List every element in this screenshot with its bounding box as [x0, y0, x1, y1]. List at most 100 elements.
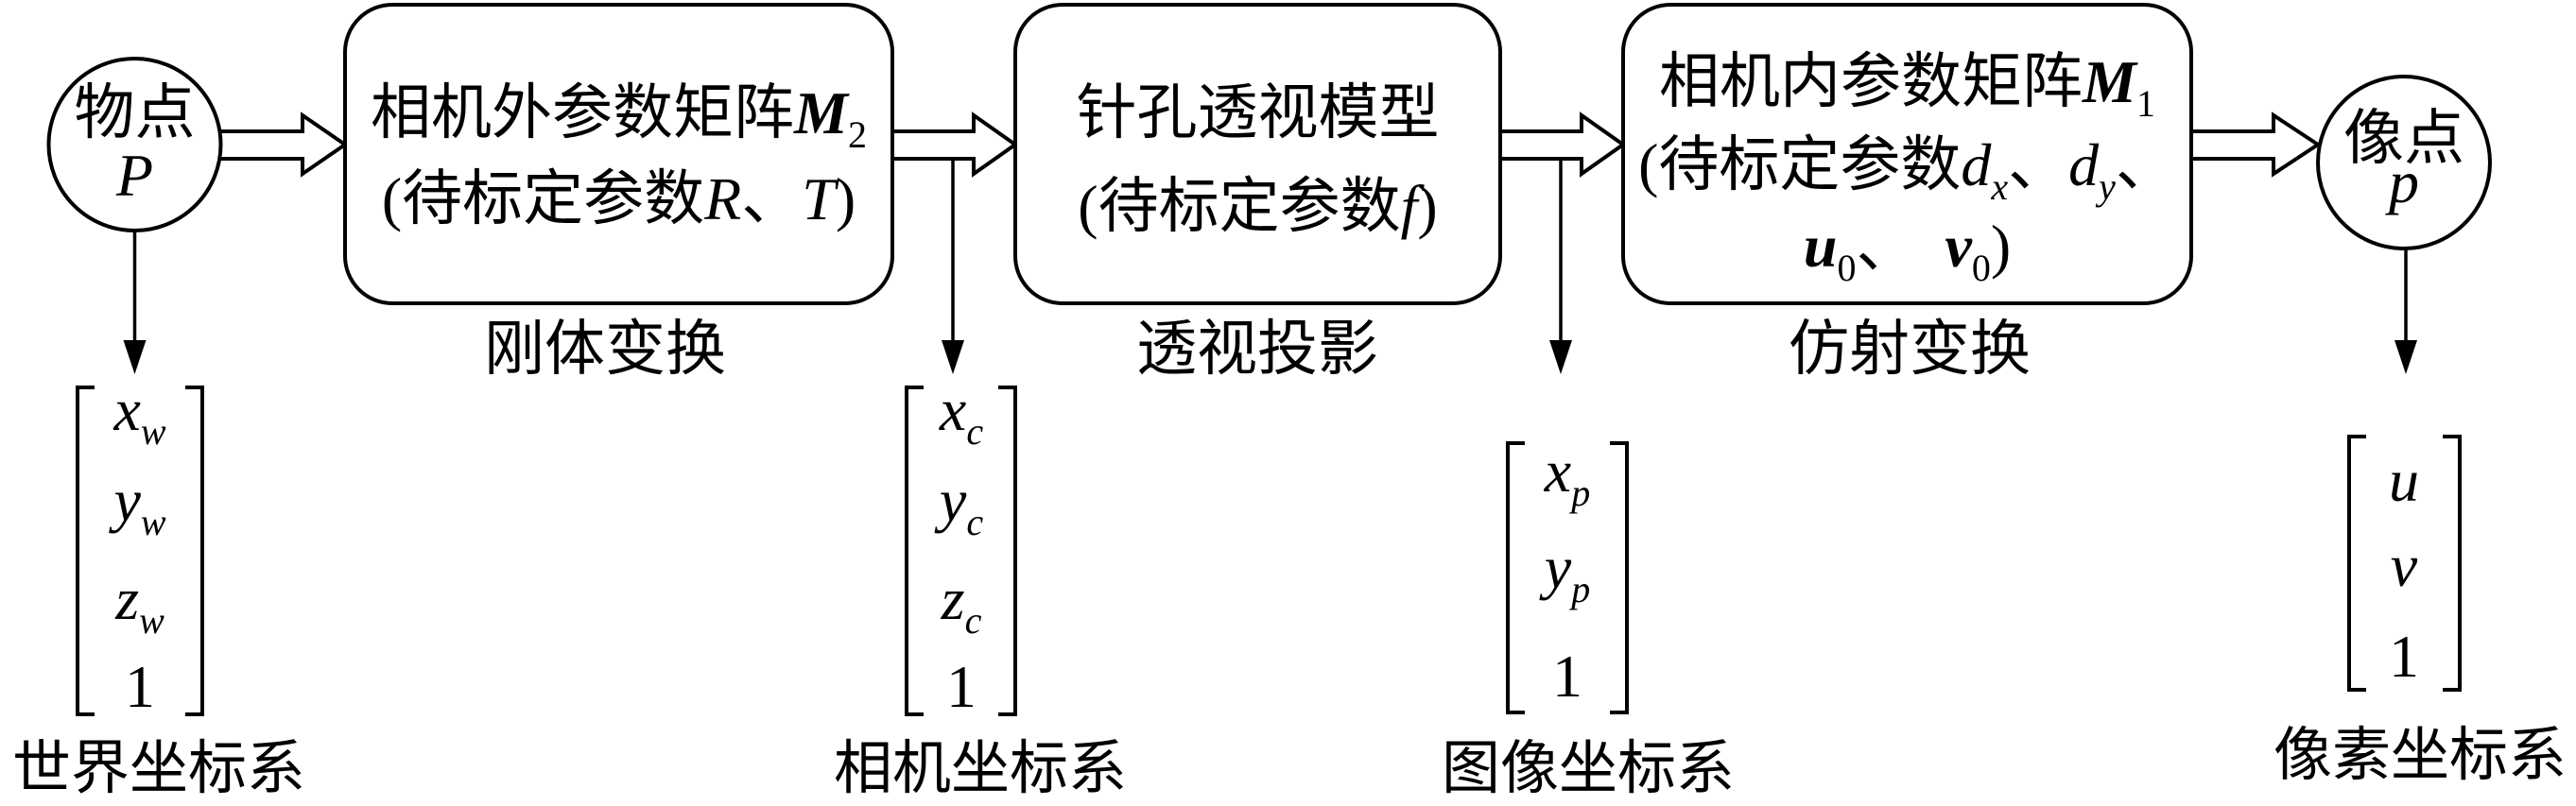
entry-symbol: x [1544, 437, 1571, 505]
intrinsic-params-open: (待标定参数 [1638, 131, 1961, 198]
entry-subscript: w [141, 501, 166, 543]
extrinsic-matrix-box [343, 3, 894, 305]
vector-entry-one: 1 [1552, 643, 1582, 710]
intrinsic-param-dx-symbol: d [1961, 131, 1992, 198]
vector-entry-xp: xp [1544, 437, 1590, 514]
object-point-label: 物点 [75, 79, 196, 146]
image-point-node: 像点 p [2316, 75, 2492, 250]
entry-subscript: w [139, 599, 164, 642]
vector-entry-u: u [2389, 447, 2419, 514]
intrinsic-matrix-subscript: 1 [2136, 82, 2155, 125]
intrinsic-params-close: ) [1991, 213, 2011, 280]
vector-right-bracket [185, 386, 204, 716]
intrinsic-param-dy-subscript: y [2095, 165, 2116, 208]
pinhole-model-block: 针孔透视模型 (待标定参数f) [1013, 3, 1502, 305]
extrinsic-params-line: (待标定参数R、T) [382, 165, 856, 232]
entry-symbol: y [108, 467, 141, 534]
intrinsic-title-line: 相机内参数矩阵M1 [1659, 48, 2155, 125]
intrinsic-params-line-1: (待标定参数dx、dy、 [1638, 131, 2176, 208]
camera-coordinate-label: 相机坐标系 [834, 737, 1127, 801]
down-arrow-head [123, 340, 147, 374]
entry-symbol: x [939, 376, 966, 443]
intrinsic-matrix-symbol: M [2082, 48, 2138, 115]
down-arrow-world [123, 231, 147, 374]
vector-entry-xc: xc [939, 376, 983, 453]
vector-left-bracket [2347, 435, 2366, 692]
object-point-symbol: P [115, 142, 153, 209]
intrinsic-param-separator: 、 [1856, 213, 1916, 280]
vector-entry-one: 1 [125, 653, 155, 720]
pixel-coordinate-vector: u v 1 [2347, 435, 2462, 692]
vector-left-bracket [76, 386, 95, 716]
image-point-circle [2316, 75, 2492, 250]
vector-entry-yw: yw [108, 467, 165, 543]
vector-left-bracket [1506, 441, 1525, 714]
intrinsic-param-dx-subscript: x [1990, 165, 2008, 208]
pinhole-params-close: ) [1417, 173, 1437, 240]
entry-symbol: y [934, 467, 967, 534]
intrinsic-param-dy-symbol: d [2068, 131, 2100, 198]
entry-subscript: p [1568, 472, 1590, 514]
entry-symbol: x [112, 376, 140, 443]
down-arrow-head [1549, 340, 1572, 374]
vector-entry-zc: zc [941, 565, 982, 642]
vector-right-bracket [1610, 441, 1629, 714]
rigid-transform-label: 刚体变换 [484, 316, 726, 383]
entry-subscript: c [966, 501, 983, 543]
vector-right-bracket [2443, 435, 2462, 692]
entry-symbol: z [114, 565, 139, 632]
entry-symbol: z [941, 565, 965, 632]
intrinsic-param-separator: 、 [2008, 131, 2068, 198]
vector-entry-one: 1 [2389, 623, 2419, 690]
extrinsic-matrix-block: 相机外参数矩阵M2 (待标定参数R、T) [343, 3, 894, 305]
world-coordinate-vector: xw yw zw 1 [76, 376, 204, 720]
vector-entry-yc: yc [934, 467, 983, 543]
extrinsic-title-line: 相机外参数矩阵M2 [371, 79, 867, 156]
down-arrow-camera [942, 161, 964, 374]
intrinsic-param-v0-subscript: 0 [1972, 247, 1991, 289]
intrinsic-params-line-2: u0、v0) [1804, 213, 2011, 289]
extrinsic-param-separator: 、 [741, 165, 802, 232]
extrinsic-params-close: ) [836, 165, 856, 232]
vector-entry-zw: zw [114, 565, 164, 642]
down-arrow-pixel [2394, 249, 2417, 374]
image-coordinate-vector: xp yp 1 [1506, 437, 1629, 714]
pixel-coordinate-label: 像素坐标系 [2273, 724, 2567, 788]
intrinsic-param-separator: 、 [2116, 131, 2176, 198]
world-coordinate-label: 世界坐标系 [12, 737, 305, 801]
entry-subscript: p [1568, 568, 1590, 610]
down-arrow-image [1549, 161, 1572, 374]
down-arrow-head [2394, 340, 2417, 374]
flow-arrow-object-to-extrinsic [219, 111, 349, 178]
vector-entry-yp: yp [1539, 534, 1590, 610]
entry-subscript: c [965, 599, 982, 642]
down-arrow-head [942, 340, 964, 374]
entry-symbol: y [1539, 534, 1572, 601]
intrinsic-param-u0-subscript: 0 [1837, 247, 1856, 289]
image-point-symbol: p [2385, 148, 2419, 215]
intrinsic-matrix-block: 相机内参数矩阵M1 (待标定参数dx、dy、 u0、v0) [1621, 3, 2193, 305]
extrinsic-matrix-subscript: 2 [848, 113, 867, 156]
pinhole-params-line: (待标定参数f) [1078, 173, 1437, 240]
vector-entry-v: v [2391, 532, 2418, 599]
image-point-label: 像点 [2343, 105, 2464, 172]
extrinsic-title: 相机外参数矩阵 [371, 79, 794, 146]
extrinsic-matrix-symbol: M [793, 79, 850, 146]
flow-arrow-intrinsic-to-image-point [2191, 111, 2322, 178]
intrinsic-matrix-box [1621, 3, 2193, 305]
pinhole-model-box [1013, 3, 1502, 305]
vector-entry-one: 1 [946, 653, 977, 720]
object-point-node: 物点 P [46, 57, 223, 232]
extrinsic-params-open: (待标定参数 [382, 165, 704, 232]
vector-right-bracket [998, 386, 1017, 716]
intrinsic-param-v0-symbol: v [1945, 213, 1972, 280]
camera-coordinate-vector: xc yc zc 1 [905, 376, 1017, 720]
intrinsic-param-u0-symbol: u [1804, 213, 1838, 280]
intrinsic-title: 相机内参数矩阵 [1659, 48, 2083, 115]
entry-subscript: c [966, 410, 983, 453]
pinhole-title: 针孔透视模型 [1077, 79, 1440, 146]
pinhole-params-open: (待标定参数 [1078, 173, 1400, 240]
extrinsic-param-t: T [802, 165, 839, 232]
affine-transform-label: 仿射变换 [1789, 316, 2031, 383]
